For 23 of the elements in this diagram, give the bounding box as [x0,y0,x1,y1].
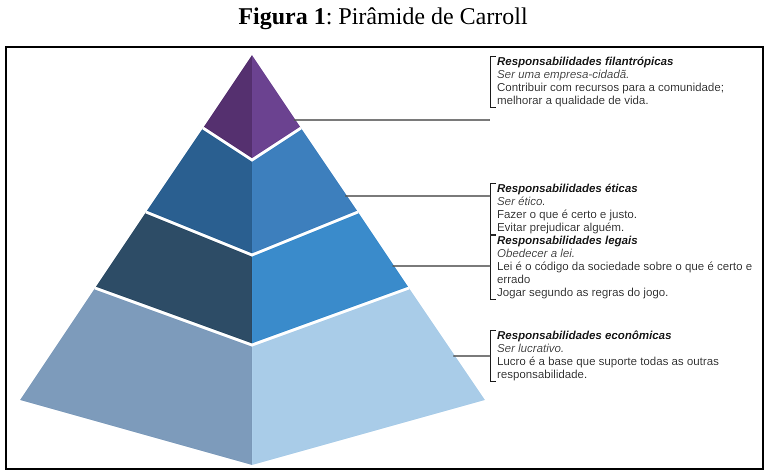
callout-heading: Responsabilidades legais [497,235,639,248]
callout-heading: Responsabilidades filantrópicas [497,56,674,69]
leader-line [294,119,490,121]
callout-heading: Responsabilidades éticas [497,183,639,196]
callout-heading: Responsabilidades econômicas [497,330,672,343]
callout-subtitle: Ser ético. [497,196,547,209]
callout-text: Contribuir com recursos para a comunidade; melhorar a qualidade de vida. [497,82,725,108]
figure-title: Figura 1: Pirâmide de Carroll [238,4,528,31]
callout-text: Evitar prejudicar alguém. [497,222,626,235]
callout-text: Lucro é a base que suporte todas as outras responsabilidade. [497,356,720,382]
callout-subtitle: Ser lucrativo. [497,343,566,356]
callout-text: Lei é o código da sociedade sobre o que é certo e errado [497,261,754,287]
leader-line [392,265,490,267]
leader-line [453,355,490,357]
callout-subtitle: Ser uma empresa-cidadã. [497,69,630,82]
pyramid-level [203,55,301,160]
pyramid-level [20,288,485,465]
callout-text: Fazer o que é certo e justo. [497,209,638,222]
pyramid-level [146,128,358,255]
pyramid-level [95,212,409,345]
callout-subtitle: Obedecer a lei. [497,248,576,261]
callout-text: Jogar segundo as regras do jogo. [497,287,670,300]
leader-line [345,195,490,197]
